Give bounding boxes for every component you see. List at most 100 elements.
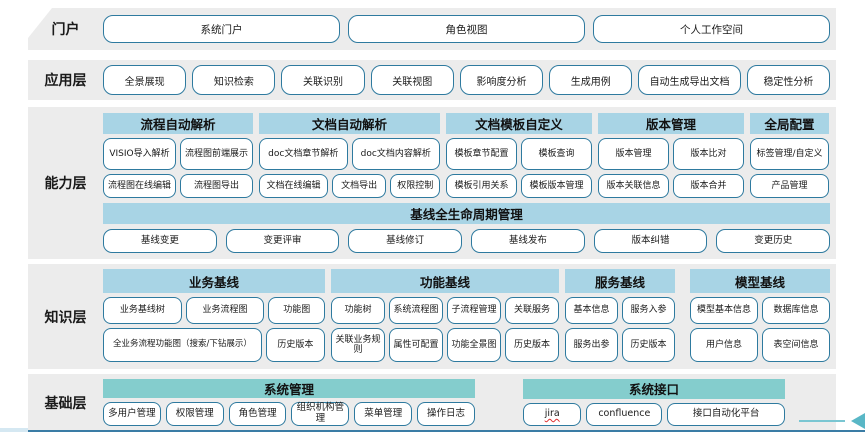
jira-label: jira [544,407,560,419]
cap-node: 标签管理/自定义 [750,138,829,170]
know-node: 关联业务规则 [331,328,385,362]
found-node-confluence: confluence [586,402,663,426]
know-node: 基本信息 [565,297,618,324]
baseline-node: 变更评审 [225,229,340,253]
portal-item-role-view: 角色视图 [348,15,585,43]
arrow-tail-line [799,420,845,422]
left-arrow-icon [851,413,865,429]
layer-label-application: 应用层 [44,73,87,89]
found-group-header: 系统管理 [103,379,475,398]
found-node: 操作日志 [417,402,475,426]
know-node: 业务基线树 [103,297,182,324]
cap-node: 版本合并 [673,174,744,198]
know-node: 属性可配置 [389,328,443,362]
found-node-jira: jira [523,402,582,426]
know-node: 关联服务 [505,297,559,324]
know-group-header: 业务基线 [103,269,325,293]
cap-node: 模板章节配置 [446,138,517,170]
cap-node: VISIO导入解析 [103,138,176,170]
baseline-node: 基线修订 [348,229,463,253]
layer-band-knowledge: 知识层 业务基线 业务基线树 业务流程图 功能图 全业务流程功能图（搜索/下钻展… [28,264,836,369]
cap-node: 模板版本管理 [521,174,592,198]
know-node: 功能树 [331,297,385,324]
app-item-relation-identify: 关联识别 [281,65,365,95]
know-node: 历史版本 [265,328,325,362]
application-content: 全景展现 知识检索 关联识别 关联视图 影响度分析 生成用例 自动生成导出文档 … [103,60,836,100]
bottom-accent-line [28,430,865,432]
app-item-panorama: 全景展现 [103,65,187,95]
cap-group-version-mgmt: 版本管理 版本管理 版本比对 版本关联信息 版本合并 [598,113,744,198]
found-node: 组织机构管理 [291,402,350,426]
cap-group-global-config: 全局配置 标签管理/自定义 产品管理 [750,113,829,198]
found-node-interface-automation: 接口自动化平台 [667,402,785,426]
cap-group-header: 版本管理 [598,113,744,134]
cap-node: 产品管理 [750,174,829,198]
know-node: 服务出参 [565,328,618,362]
know-group-header: 服务基线 [565,269,675,293]
portal-item-personal-workspace: 个人工作空间 [593,15,830,43]
know-node: 表空间信息 [762,328,830,362]
layer-label-portal: 门户 [51,22,80,38]
found-group-system-mgmt: 系统管理 多用户管理 权限管理 角色管理 组织机构管理 菜单管理 操作日志 [103,379,475,426]
know-group-header: 功能基线 [331,269,559,293]
cap-group-header: 流程自动解析 [103,113,253,134]
cap-node: 权限控制 [390,174,440,198]
cap-node: 流程图在线编辑 [103,174,176,198]
app-item-generate-usecase: 生成用例 [549,65,633,95]
found-group-system-interface: 系统接口 jira confluence 接口自动化平台 [523,379,785,426]
know-node: 模型基本信息 [690,297,758,324]
layer-band-portal: 门户 系统门户 角色视图 个人工作空间 [28,8,836,50]
app-item-knowledge-search: 知识检索 [192,65,276,95]
baseline-lifecycle-header: 基线全生命周期管理 [103,203,830,224]
layer-band-application: 应用层 全景展现 知识检索 关联识别 关联视图 影响度分析 生成用例 自动生成导… [28,60,836,100]
app-item-impact-analysis: 影响度分析 [459,65,544,95]
know-group-header: 模型基线 [690,269,830,293]
app-item-auto-export-doc: 自动生成导出文档 [638,65,741,95]
found-node: 多用户管理 [103,402,161,426]
cap-node: 文档导出 [331,174,387,198]
knowledge-content: 业务基线 业务基线树 业务流程图 功能图 全业务流程功能图（搜索/下钻展示） 历… [103,264,836,369]
know-node: 功能全景图 [447,328,501,362]
layer-band-capability: 能力层 流程自动解析 VISIO导入解析 流程图前端展示 流程图在线编辑 流程图… [28,107,836,259]
foundation-content: 系统管理 多用户管理 权限管理 角色管理 组织机构管理 菜单管理 操作日志 系统… [103,374,836,431]
baseline-node: 变更历史 [716,229,831,253]
know-node: 功能图 [268,297,325,324]
know-group-function-baseline: 功能基线 功能树 系统流程图 子流程管理 关联服务 关联业务规则 属性可配置 功… [331,269,559,362]
know-node: 用户信息 [690,328,758,362]
app-item-stability-analysis: 稳定性分析 [746,65,831,95]
layer-label-knowledge: 知识层 [44,309,87,326]
capability-content: 流程自动解析 VISIO导入解析 流程图前端展示 流程图在线编辑 流程图导出 文… [103,107,836,259]
portal-item-system-portal: 系统门户 [103,15,340,43]
cap-node: 文档在线编辑 [259,174,328,198]
know-node: 历史版本 [505,328,559,362]
layer-label-foundation: 基础层 [44,395,87,412]
found-node: 角色管理 [228,402,287,426]
know-node: 子流程管理 [447,297,501,324]
cap-node: 模板查询 [521,138,592,170]
know-group-model-baseline: 模型基线 模型基本信息 数据库信息 用户信息 表空间信息 [690,269,830,362]
baseline-node: 基线发布 [471,229,585,253]
cap-group-header: 全局配置 [750,113,829,134]
baseline-node: 基线变更 [103,229,217,253]
layer-band-foundation: 基础层 系统管理 多用户管理 权限管理 角色管理 组织机构管理 菜单管理 操作日… [28,374,836,431]
know-node: 历史版本 [622,328,675,362]
found-node: 权限管理 [165,402,224,426]
know-group-service-baseline: 服务基线 基本信息 服务入参 服务出参 历史版本 [565,269,675,362]
found-group-header: 系统接口 [523,379,785,399]
know-node: 全业务流程功能图（搜索/下钻展示） [103,328,262,362]
know-node: 服务入参 [622,297,675,324]
portal-content: 系统门户 角色视图 个人工作空间 [103,8,836,50]
cap-node: 版本比对 [673,138,744,170]
know-node: 系统流程图 [389,297,443,324]
baseline-node: 版本纠错 [593,229,708,253]
know-node: 数据库信息 [762,297,830,324]
cap-group-doc-parsing: 文档自动解析 doc文档章节解析 doc文档内容解析 文档在线编辑 文档导出 权… [259,113,440,198]
cap-group-header: 文档模板自定义 [446,113,592,134]
bottom-accent-light [0,428,28,432]
cap-group-header: 文档自动解析 [259,113,440,134]
know-node: 业务流程图 [185,297,265,324]
cap-node: 流程图导出 [180,174,253,198]
found-node: 菜单管理 [354,402,413,426]
cap-group-process-parsing: 流程自动解析 VISIO导入解析 流程图前端展示 流程图在线编辑 流程图导出 [103,113,253,198]
